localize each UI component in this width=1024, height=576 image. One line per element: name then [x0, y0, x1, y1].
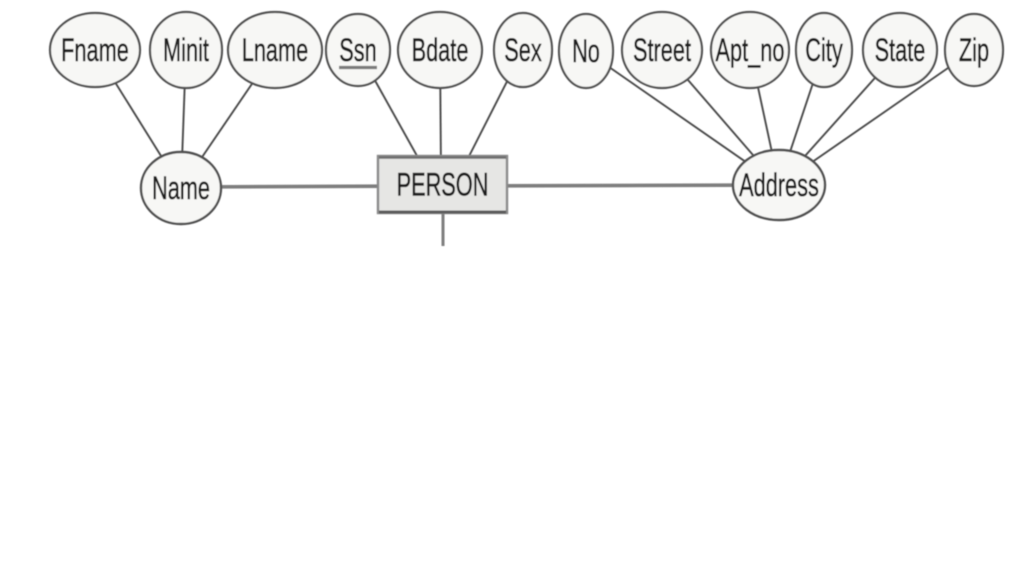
attribute-no-label: No	[572, 33, 600, 69]
attribute-node-bdate	[396, 10, 484, 90]
attribute-ssn-label: Ssn	[339, 32, 376, 68]
attribute-state-label: State	[875, 32, 926, 68]
attribute-bdate-label: Bdate	[412, 32, 469, 68]
composite-address-label: Address	[739, 167, 819, 203]
attribute-city-label: City	[805, 32, 843, 68]
attribute-node-fname	[48, 11, 142, 89]
attribute-apt_no-label: Apt_no	[716, 32, 785, 68]
diagram-labels: Fname Minit Lname Ssn Bdate Sex No Street Apt_no…	[61, 32, 989, 207]
attribute-node-zip	[943, 12, 1005, 88]
attribute-lname-label: Lname	[242, 32, 309, 68]
attribute-node-city	[794, 11, 854, 89]
attribute-node-no	[557, 12, 615, 90]
attribute-node-street	[620, 10, 704, 90]
composite-name-label: Name	[152, 170, 210, 206]
composite-attribute-node-address	[731, 148, 827, 222]
attribute-node-lname	[226, 10, 324, 90]
diagram-shapes	[48, 10, 1005, 226]
attribute-minit-label: Minit	[163, 32, 209, 68]
attribute-node-sex	[492, 11, 554, 89]
composite-attribute-node-name	[139, 150, 223, 226]
attribute-node-minit	[148, 10, 224, 90]
attribute-fname-label: Fname	[61, 32, 129, 68]
attribute-street-label: Street	[633, 32, 691, 68]
entity-node-person	[376, 154, 509, 215]
attribute-node-apt_no	[709, 10, 791, 90]
entity-person-label: PERSON	[397, 166, 489, 202]
attribute-zip-label: Zip	[959, 32, 989, 68]
attribute-node-state	[861, 11, 939, 89]
attribute-sex-label: Sex	[504, 32, 542, 68]
